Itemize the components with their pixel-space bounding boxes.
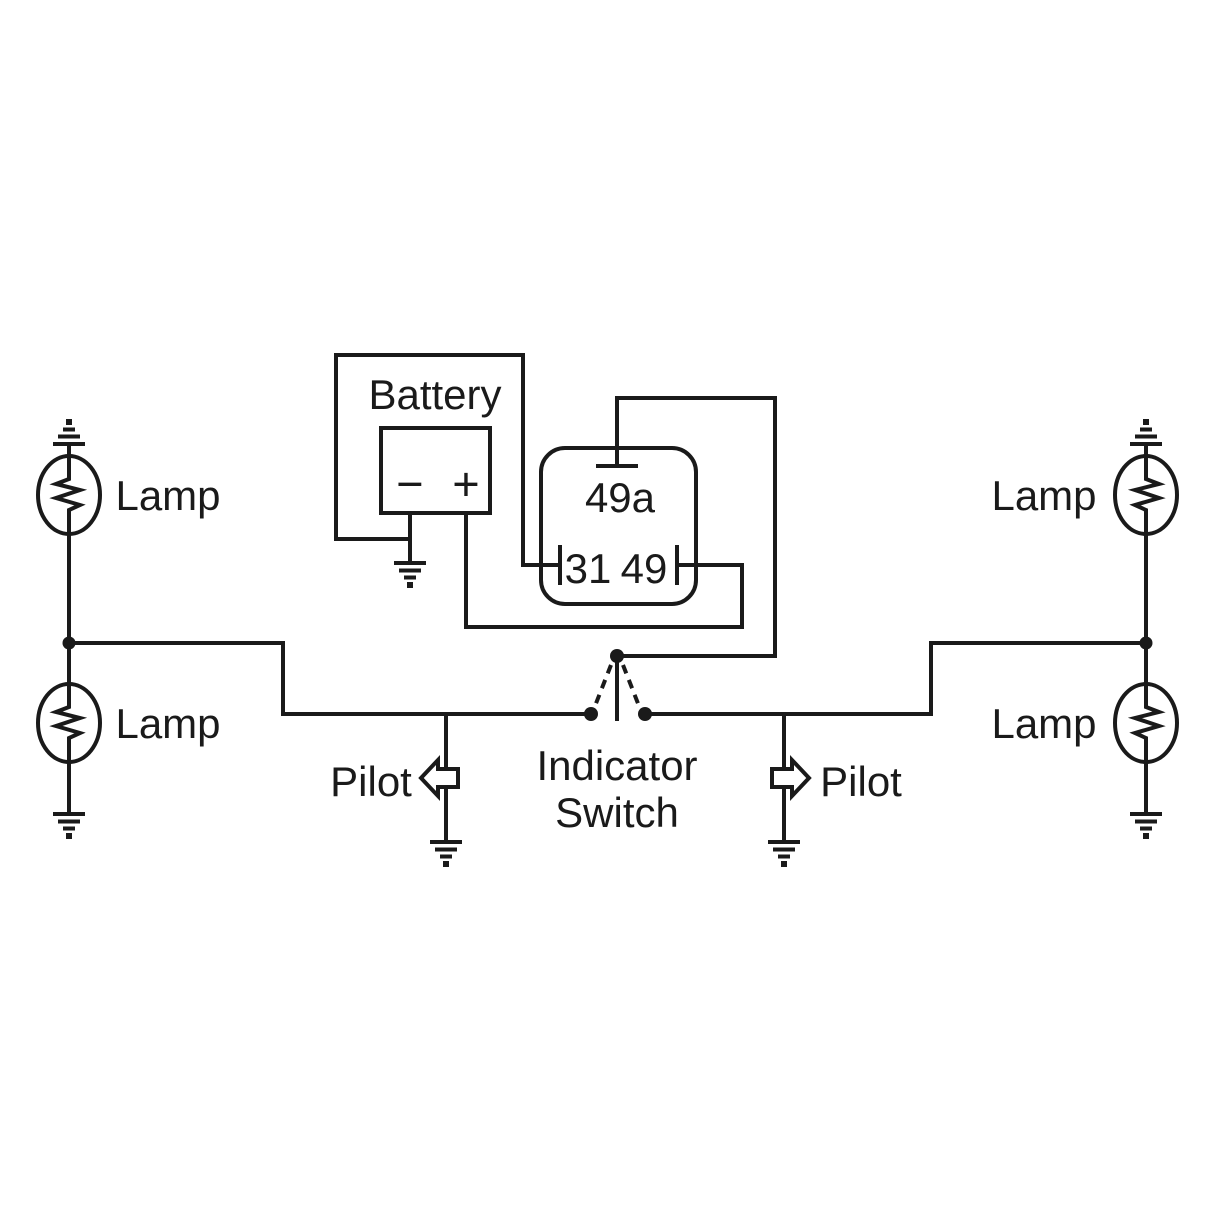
battery-group: Battery − + <box>368 371 502 590</box>
wire-31-to-battery-minus <box>334 353 560 567</box>
wire-switch-right <box>645 641 1146 716</box>
pilot-right-ground-icon <box>766 840 802 869</box>
switch-left-contact-dot <box>584 707 598 721</box>
battery-label: Battery <box>368 371 501 418</box>
wire-switch-left <box>69 641 591 716</box>
relay-outline <box>539 446 698 606</box>
pilot-right-arrow-icon <box>770 754 812 802</box>
battery-ground-icon <box>392 561 428 590</box>
battery-box <box>379 426 492 515</box>
lamp-top-right-icon <box>1113 454 1179 536</box>
lamp-top-left-icon <box>36 454 102 536</box>
indicator-switch-label-line1: Indicator <box>536 742 697 789</box>
lamp-top-right-label: Lamp <box>991 472 1096 519</box>
left-bottom-ground-icon <box>51 812 87 841</box>
right-top-ground-icon <box>1128 417 1164 446</box>
pilot-right-group: Pilot <box>766 754 902 869</box>
right-bottom-ground-icon <box>1128 812 1164 841</box>
pilot-right-label: Pilot <box>820 758 902 805</box>
flasher-relay-group: 49a 31 49 <box>539 446 698 606</box>
left-top-ground-icon <box>51 417 87 446</box>
battery-plus-sign: + <box>452 457 479 510</box>
relay-terminal-31-label: 31 <box>565 545 612 592</box>
lamp-bottom-left-label: Lamp <box>115 700 220 747</box>
pilot-left-ground-icon <box>428 840 464 869</box>
lamp-bottom-right-label: Lamp <box>991 700 1096 747</box>
switch-dashed-left <box>593 664 613 707</box>
lamp-top-left-label: Lamp <box>115 472 220 519</box>
lamp-bottom-left-icon <box>36 682 102 764</box>
relay-terminal-49a-label: 49a <box>585 474 656 521</box>
relay-terminal-49-label: 49 <box>621 545 668 592</box>
right-junction-dot <box>1139 636 1153 650</box>
indicator-switch-label-line2: Switch <box>555 789 679 836</box>
left-lamps-group: Lamp Lamp <box>36 417 221 841</box>
switch-dashed-right <box>621 664 641 707</box>
pilot-left-group: Pilot <box>330 754 464 869</box>
indicator-switch-group: Indicator Switch <box>536 649 698 836</box>
wire-49a-to-switch <box>615 396 777 658</box>
pilot-left-arrow-icon <box>418 754 460 802</box>
battery-minus-sign: − <box>396 457 423 510</box>
left-junction-dot <box>62 636 76 650</box>
wire-plus-to-49 <box>464 513 744 629</box>
pilot-left-label: Pilot <box>330 758 412 805</box>
switch-common-dot <box>610 649 624 663</box>
lamp-bottom-right-icon <box>1113 682 1179 764</box>
right-lamps-group: Lamp Lamp <box>991 417 1179 841</box>
switch-right-contact-dot <box>638 707 652 721</box>
